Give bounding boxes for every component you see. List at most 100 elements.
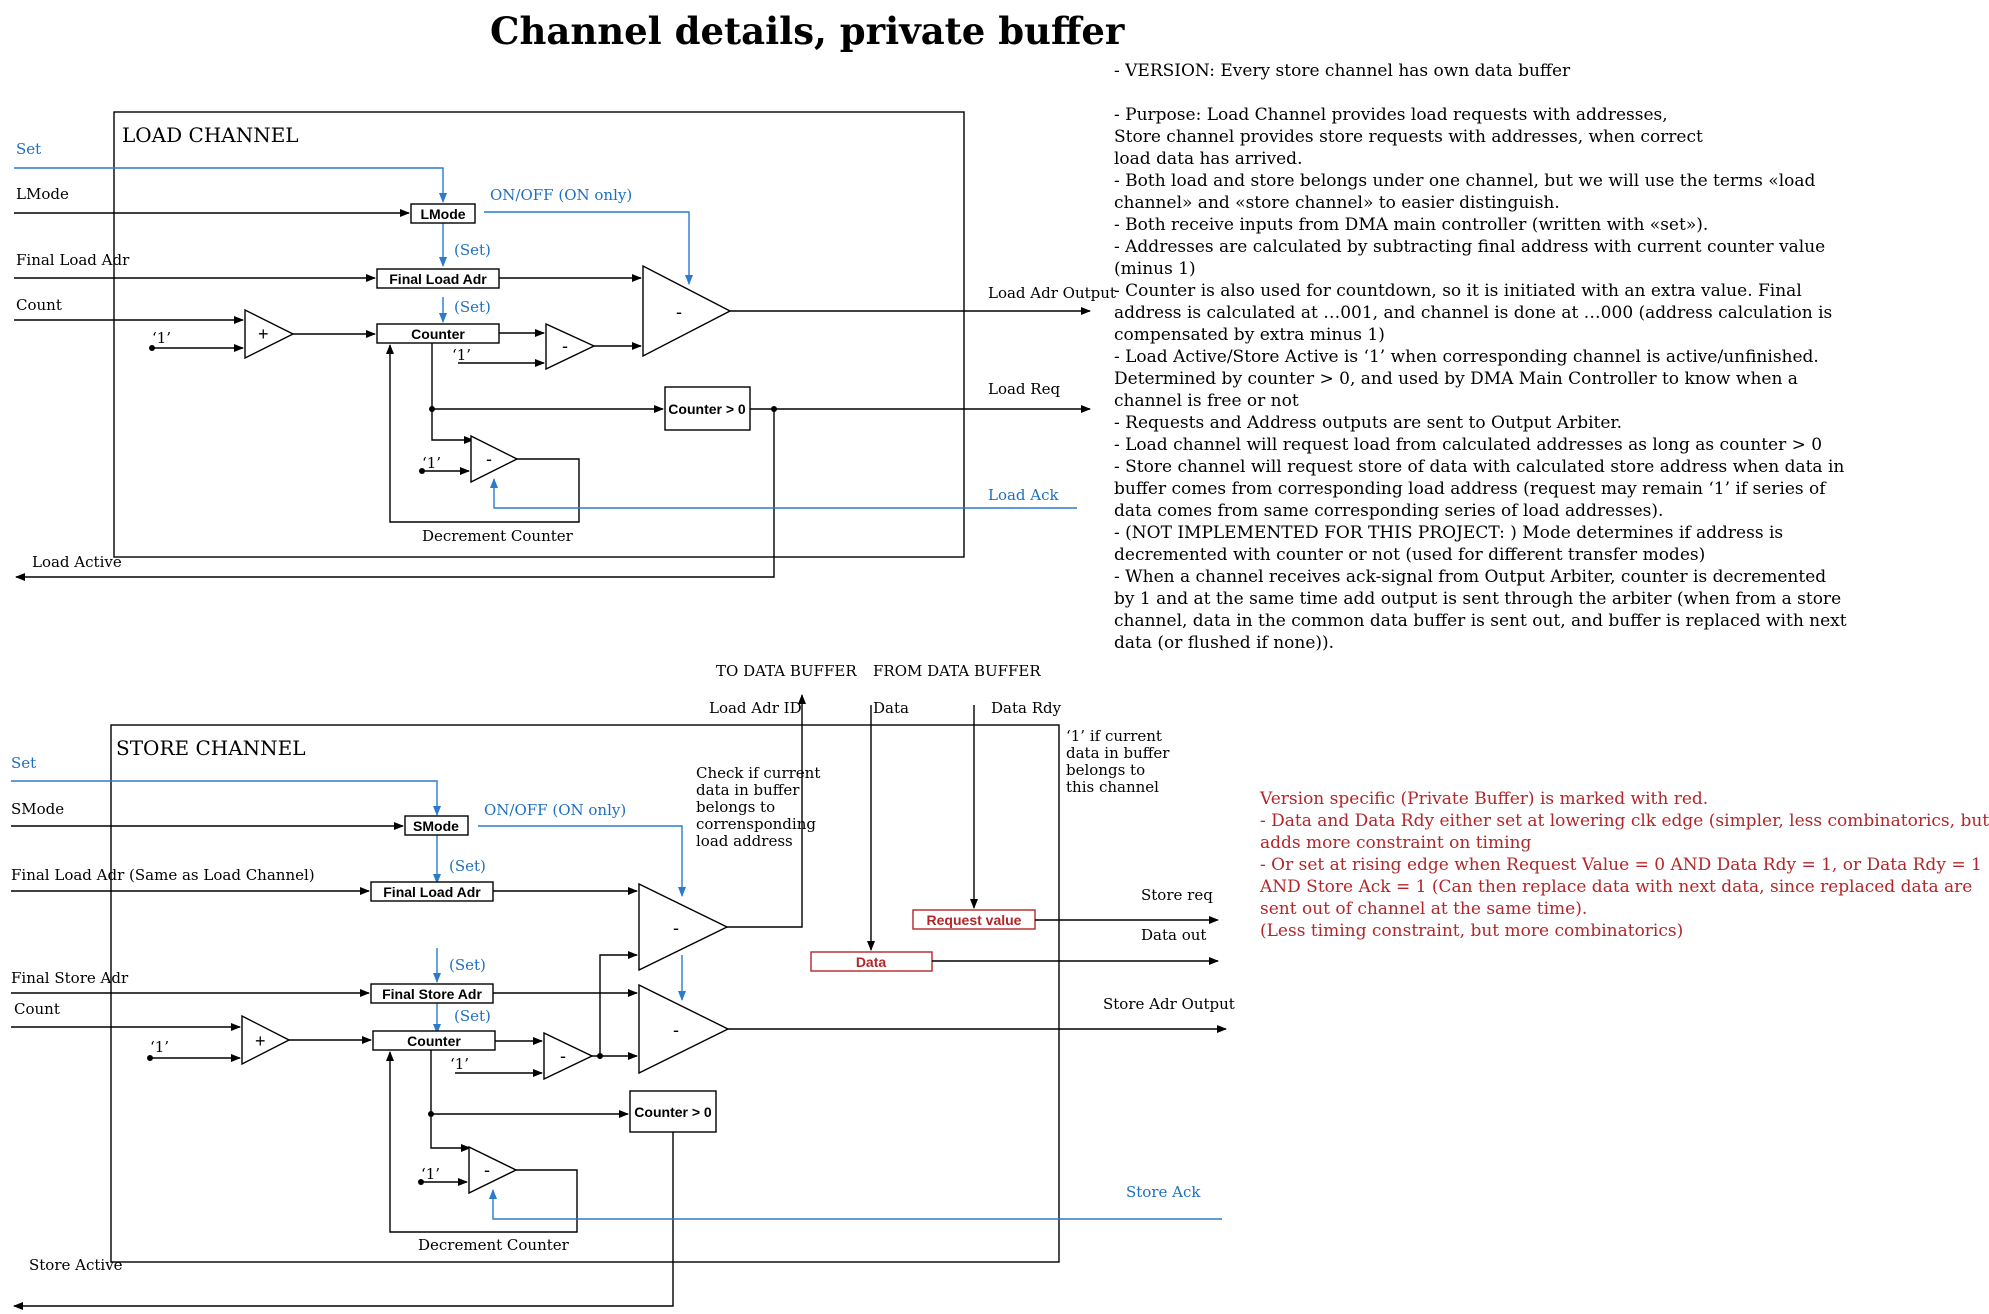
store-set2-label: (Set) — [449, 956, 486, 974]
load-dec-sub — [470, 434, 519, 484]
load-counter-box-text: Counter — [411, 326, 465, 342]
store-section-title: STORE CHANNEL — [116, 736, 306, 760]
load-active-label: Load Active — [32, 553, 122, 571]
to-data-buffer-label: TO DATA BUFFER — [716, 662, 857, 680]
store-gt-box-text: Counter > 0 — [634, 1104, 712, 1120]
note-line: address is calculated at …001, and chann… — [1114, 303, 1833, 323]
note-line: - (NOT IMPLEMENTED FOR THIS PROJECT: ) M… — [1114, 523, 1784, 543]
load-lmode-box — [410, 203, 476, 224]
store-counter-box-text: Counter — [407, 1033, 461, 1049]
store-finalload-box-text: Final Load Adr — [383, 884, 481, 900]
note-line: - Counter is also used for countdown, so… — [1114, 281, 1802, 301]
red-note-line: Version specific (Private Buffer) is mar… — [1260, 789, 1709, 809]
load-set1-label: (Set) — [454, 241, 491, 259]
note-line: compensated by extra minus 1) — [1114, 325, 1385, 345]
load-sub-small-sign: - — [562, 336, 568, 356]
note-line: (minus 1) — [1114, 259, 1196, 279]
store-ack-label: Store Ack — [1126, 1183, 1201, 1201]
red-note-line: sent out of channel at the same time). — [1260, 899, 1588, 919]
store-count-label: Count — [14, 1000, 60, 1018]
data-out-label: Data out — [1141, 926, 1206, 944]
load-req-label: Load Req — [988, 380, 1060, 398]
store-set1-label: (Set) — [449, 857, 486, 875]
note-line: data comes from same corresponding serie… — [1114, 501, 1664, 521]
load-dec-sub-sign: - — [486, 449, 492, 469]
note-line: channel is free or not — [1114, 391, 1299, 411]
store-one-c: ‘1’ — [421, 1165, 440, 1183]
load-lmode-label: LMode — [16, 185, 69, 203]
load-set2-label: (Set) — [454, 298, 491, 316]
store-finalload-label: Final Load Adr (Same as Load Channel) — [11, 866, 315, 884]
note-line: - Load channel will request load from ca… — [1114, 435, 1823, 455]
note-line: - Both receive inputs from DMA main cont… — [1114, 215, 1709, 235]
cur-line-2: data in buffer — [1066, 744, 1170, 762]
store-set-label: Set — [11, 754, 36, 772]
store-smode-box-text: SMode — [413, 818, 459, 834]
store-dec-sub-sign: - — [484, 1160, 490, 1180]
cur-line-4: this channel — [1066, 778, 1159, 796]
load-adder — [244, 308, 295, 360]
data-rdy-label: Data Rdy — [991, 699, 1062, 717]
load-adr-id-label: Load Adr ID — [709, 699, 802, 717]
note-line: - When a channel receives ack-signal fro… — [1114, 567, 1827, 587]
store-smode-label: SMode — [11, 800, 64, 818]
cur-line-3: belongs to — [1066, 761, 1145, 779]
store-channel: STORE CHANNEL Set SMode Final Load Adr (… — [11, 662, 1235, 1310]
store-sub-small — [543, 1031, 594, 1081]
note-line: - Load Active/Store Active is ‘1’ when c… — [1114, 347, 1819, 367]
store-sub-small-sign: - — [560, 1046, 566, 1066]
note-line: channel, data in the common data buffer … — [1114, 611, 1847, 631]
load-one-c: ‘1’ — [422, 454, 441, 472]
note-line: by 1 and at the same time add output is … — [1114, 589, 1842, 609]
load-final-label: Final Load Adr — [16, 251, 130, 269]
store-adr-output-label: Store Adr Output — [1103, 995, 1235, 1013]
load-set-label: Set — [16, 140, 41, 158]
store-sub-top-sign: - — [673, 918, 679, 938]
load-gt-box-text: Counter > 0 — [668, 401, 746, 417]
load-one-a: ‘1’ — [152, 329, 171, 347]
store-onoff-label: ON/OFF (ON only) — [484, 801, 626, 819]
note-line: - Store channel will request store of da… — [1114, 457, 1845, 477]
from-data-buffer-label: FROM DATA BUFFER — [873, 662, 1041, 680]
load-plus-sign: + — [258, 324, 269, 344]
store-sub-top — [638, 882, 729, 972]
load-sub-small — [545, 322, 596, 371]
red-note-line: AND Store Ack = 1 (Can then replace data… — [1260, 877, 1973, 897]
note-line: - VERSION: Every store channel has own d… — [1114, 61, 1571, 81]
store-finalstore-box-text: Final Store Adr — [382, 986, 482, 1002]
load-ack-label: Load Ack — [988, 486, 1060, 504]
load-decrement-label: Decrement Counter — [422, 527, 574, 545]
store-decrement-label: Decrement Counter — [418, 1236, 570, 1254]
note-line: - Both load and store belongs under one … — [1114, 171, 1816, 191]
store-one-a: ‘1’ — [150, 1038, 169, 1056]
load-section-title: LOAD CHANNEL — [122, 123, 299, 147]
check-line-5: load address — [696, 832, 793, 850]
note-line: decremented with counter or not (used fo… — [1114, 545, 1706, 565]
note-line: - Requests and Address outputs are sent … — [1114, 413, 1623, 433]
data-label: Data — [873, 699, 909, 717]
red-note-line: - Data and Data Rdy either set at loweri… — [1260, 811, 1989, 831]
cur-line-1: ‘1’ if current — [1066, 727, 1162, 745]
store-plus-sign: + — [255, 1031, 266, 1051]
load-sub-big — [642, 264, 732, 358]
load-onoff-label: ON/OFF (ON only) — [490, 186, 632, 204]
note-line: data (or flushed if none)). — [1114, 633, 1335, 653]
load-gt-box — [664, 386, 751, 431]
note-line: - Addresses are calculated by subtractin… — [1114, 237, 1826, 257]
check-line-1: Check if current — [696, 764, 820, 782]
note-line: buffer comes from corresponding load add… — [1114, 479, 1826, 499]
store-active-label: Store Active — [29, 1256, 123, 1274]
red-note-line: adds more constraint on timing — [1260, 833, 1532, 853]
store-req-label: Store req — [1141, 886, 1213, 904]
note-line: Determined by counter > 0, and used by D… — [1114, 369, 1798, 389]
store-one-b: ‘1’ — [450, 1055, 469, 1073]
store-smode-box — [404, 815, 469, 836]
store-finalstore-label: Final Store Adr — [11, 969, 129, 987]
note-line: load data has arrived. — [1114, 149, 1303, 169]
page-title: Channel details, private buffer — [490, 9, 1125, 53]
request-value-box-text: Request value — [927, 912, 1022, 928]
store-dec-sub — [468, 1145, 518, 1195]
red-note-line: (Less timing constraint, but more combin… — [1260, 921, 1684, 941]
store-sub-bottom-sign: - — [673, 1020, 679, 1040]
load-final-box-text: Final Load Adr — [389, 271, 487, 287]
